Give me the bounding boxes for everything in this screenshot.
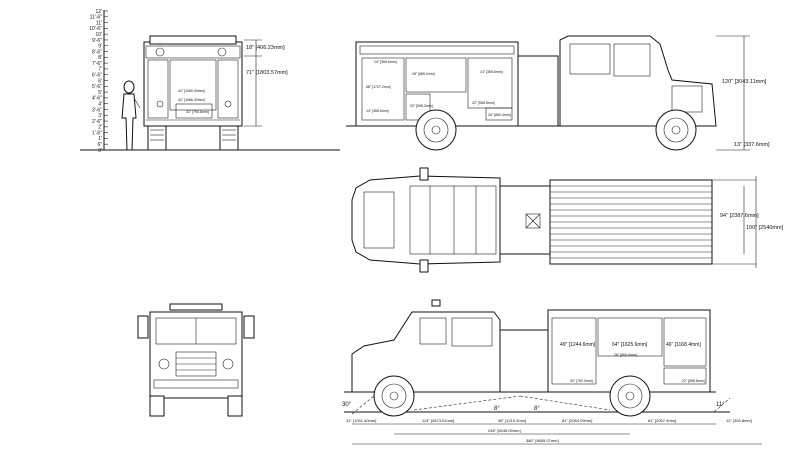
left-comp-1: 14" [355.6mm] — [374, 60, 397, 64]
rear-comp-a: 42" [1060.40mm] — [178, 89, 205, 93]
front-view — [137, 303, 255, 417]
left-comp-8: 22" [558.8mm] — [472, 101, 495, 105]
scale-tick-label: 7'-6" — [92, 61, 102, 67]
scale-tick-label: 12' — [95, 9, 102, 15]
scale-tick-label: 8'-6" — [92, 49, 102, 55]
top-view: 94" [2387.6mm] 100" [2540mm] — [351, 167, 784, 273]
scale-tick-label: 9'-6" — [92, 38, 102, 44]
rear-dim-top: 18" [406.23mm] — [246, 45, 285, 51]
right-comp-5: 30" [762.0mm] — [570, 379, 593, 383]
scale-tick-label: 5'-6" — [92, 84, 102, 90]
scale-tick-label: 10' — [95, 32, 102, 38]
right-comp-6: 22" [558.8mm] — [682, 379, 705, 383]
right-dim-rear: 12" [304.8mm] — [726, 418, 752, 423]
left-dim-height: 120" [3043.11mm] — [722, 79, 767, 85]
scale-tick-label: 2' — [98, 125, 102, 131]
right-dim-b: 81" [2054.09mm] — [562, 418, 592, 423]
left-comp-6: 20" [508.0mm] — [410, 104, 433, 108]
right-dim-overall: 380" [9655.07mm] — [526, 438, 559, 443]
scale-tick-label: 8' — [98, 55, 102, 61]
rear-comp-c: 31" [790.8mm] — [186, 110, 209, 114]
scale-tick-label: 4' — [98, 101, 102, 107]
right-comp-1: 49" [1244.6mm] — [560, 342, 596, 348]
rear-dim-body: 71" [1803.57mm] — [246, 70, 288, 76]
scale-tick-label: 6'-6" — [92, 73, 102, 79]
scale-tick-label: 3'-6" — [92, 107, 102, 113]
top-dim-overall-width: 100" [2540mm] — [746, 225, 784, 231]
left-dim-ground: 13" [337.6mm] — [734, 142, 770, 148]
right-dim-cab: 113" [2873.01mm] — [422, 418, 454, 423]
right-departure-angle: 11° — [716, 402, 725, 408]
left-comp-3: 14" [355.6mm] — [480, 70, 503, 74]
left-comp-5: 14" [355.6mm] — [366, 109, 389, 113]
right-breakover-1: 8° — [494, 406, 500, 412]
scale-tick-label: 5' — [98, 90, 102, 96]
side-view-right: 30° 11° 8° 8° 49" [1244.6mm] 64" [1625.6… — [342, 299, 762, 445]
side-view-left: 120" [3043.11mm] 13" [337.6mm] 14" [355.… — [346, 35, 770, 151]
right-comp-3: 46" [1168.4mm] — [666, 342, 701, 348]
left-comp-7: 26" [660.4mm] — [488, 113, 511, 117]
scale-tick-label: 11' — [96, 20, 102, 26]
scale-tick-label: 0' — [98, 148, 102, 154]
right-dim-a: 48" [1219.2mm] — [498, 418, 526, 423]
right-dim-wheelbase: 246" [6245.09mm] — [488, 428, 521, 433]
right-dim-front-overhang: 41" [1041.40mm] — [346, 418, 376, 423]
right-approach-angle: 30° — [342, 402, 352, 408]
scale-tick-label: 1'-6" — [92, 130, 102, 136]
scale-tick-label: 2'-6" — [92, 119, 102, 125]
scale-tick-label: 4'-6" — [92, 96, 102, 102]
human-figure — [121, 80, 141, 151]
right-comp-2: 64" [1625.6mm] — [612, 342, 648, 348]
height-scale: 12'11'-6"11'10'-6"10'9'-6"9'8'-6"8'7'-6"… — [80, 9, 340, 154]
right-breakover-2: 8° — [534, 406, 540, 412]
rear-comp-b: 42" [1066.20mm] — [178, 98, 205, 102]
left-comp-4: 68" [1727.2mm] — [366, 85, 391, 89]
scale-tick-label: 7' — [98, 67, 102, 73]
right-comp-4: 26" [660.4mm] — [614, 353, 637, 357]
scale-tick-label: 10'-6" — [89, 26, 102, 32]
scale-tick-label: 9' — [98, 44, 102, 50]
scale-tick-label: 6' — [98, 78, 102, 84]
scale-tick-label: 11'-6" — [90, 15, 103, 21]
top-dim-body-width: 94" [2387.6mm] — [720, 213, 759, 219]
left-comp-2: 28" [685.2mm] — [412, 72, 435, 76]
scale-tick-label: 3' — [98, 113, 102, 119]
scale-tick-label: 6" — [97, 142, 102, 148]
scale-tick-label: 1' — [98, 136, 102, 142]
rear-view: 18" [406.23mm] 71" [1803.57mm] 42" [1060… — [121, 35, 288, 151]
right-dim-c: 81" [2057.4mm] — [648, 418, 676, 423]
